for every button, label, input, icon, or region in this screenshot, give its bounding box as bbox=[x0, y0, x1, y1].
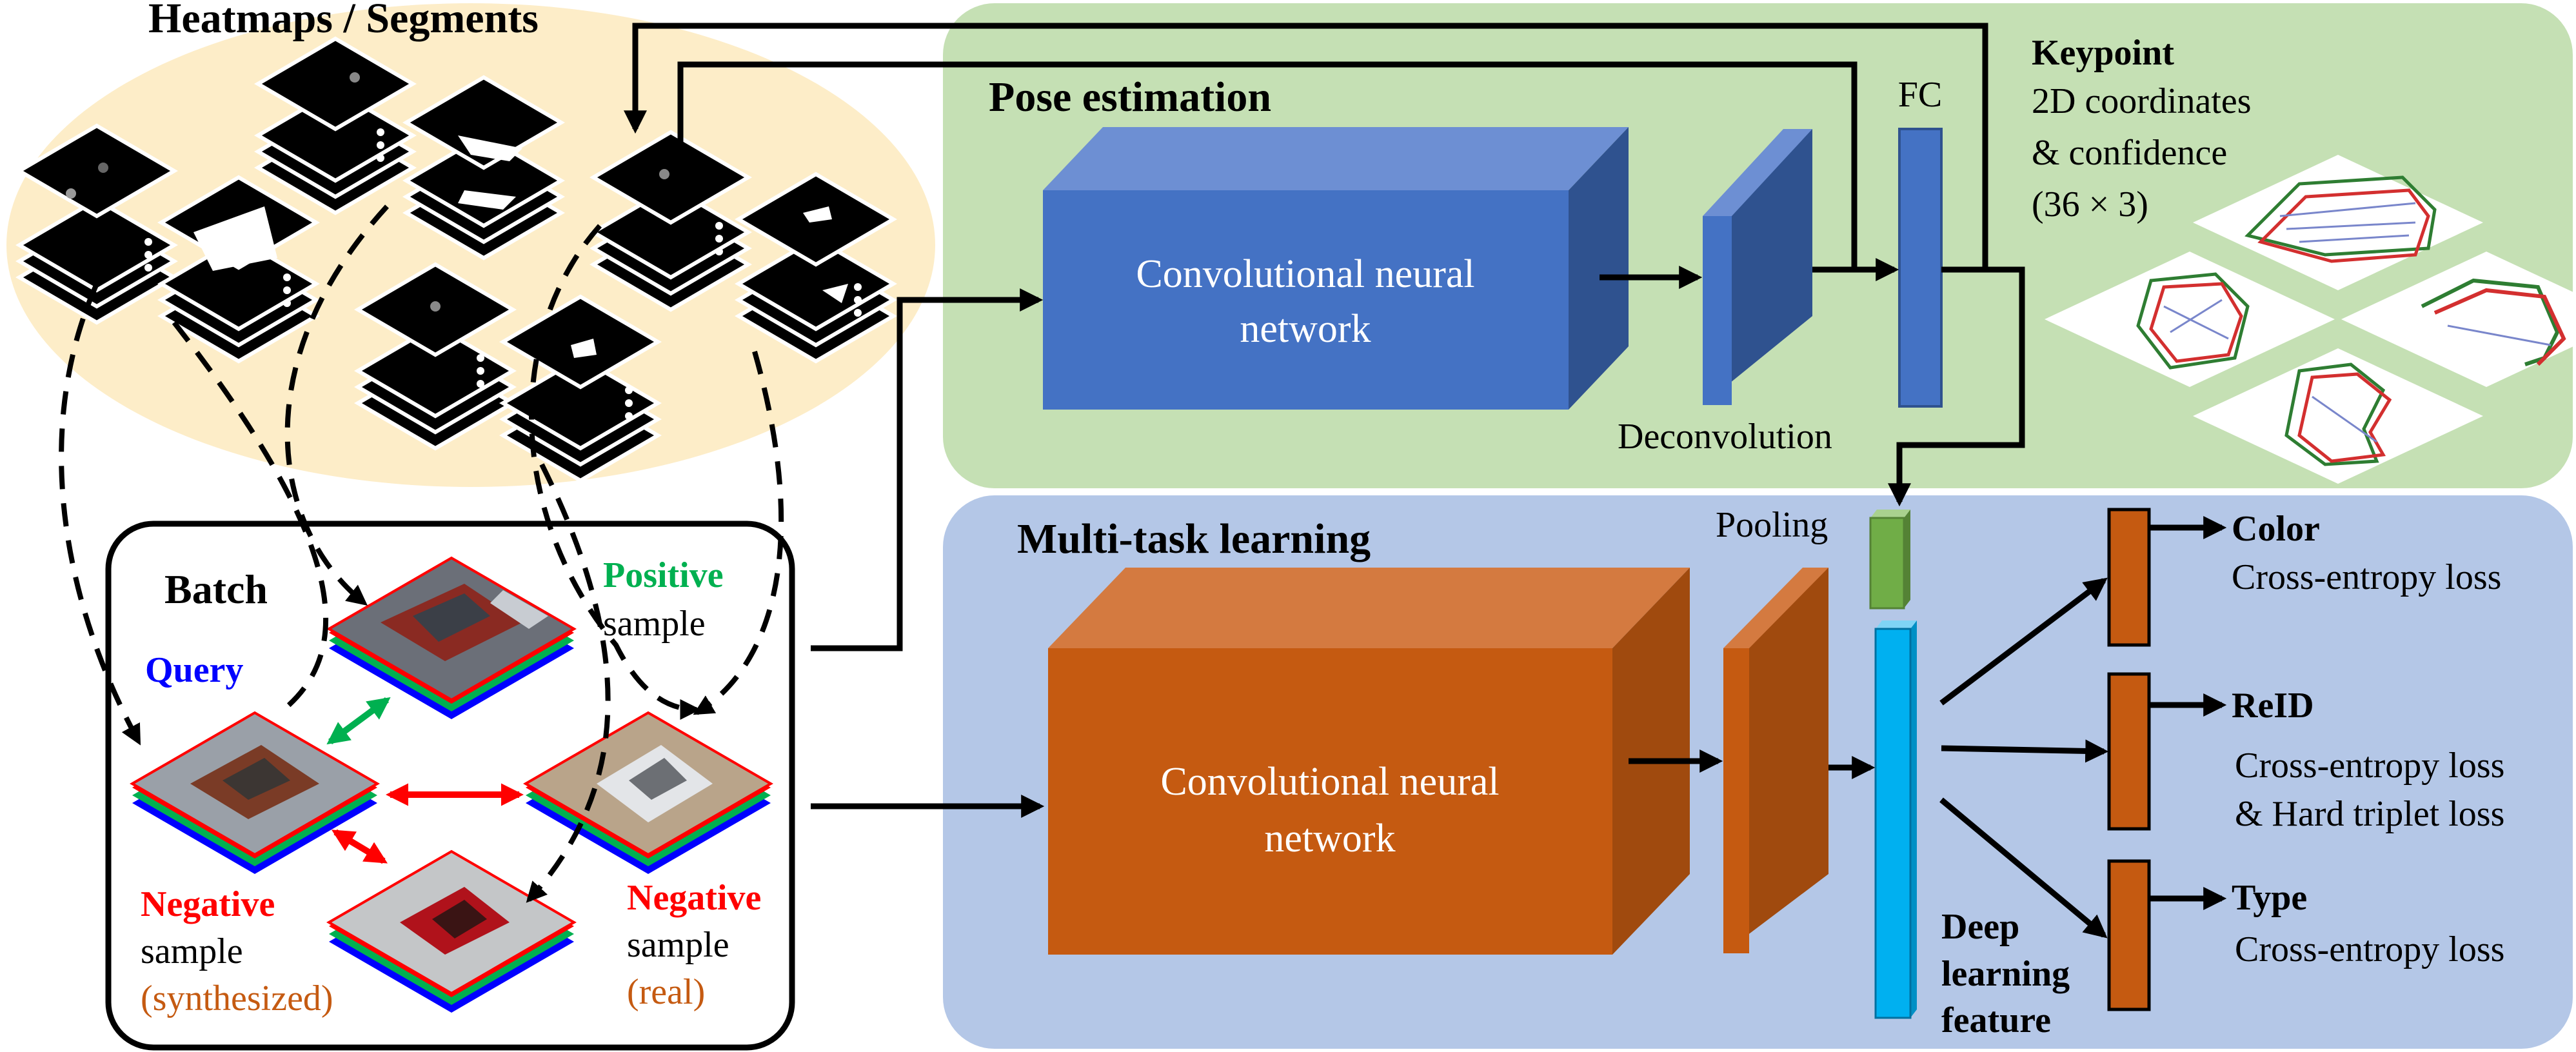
type-head-block bbox=[2107, 859, 2151, 1011]
reid-loss2: & Hard triplet loss bbox=[2235, 794, 2504, 834]
heatmap-to-sample-links bbox=[59, 204, 784, 903]
color-head-block bbox=[2107, 508, 2151, 647]
mtl-cnn-block bbox=[1048, 568, 1690, 955]
query-label: Query bbox=[145, 650, 243, 690]
query-sample-image bbox=[130, 711, 380, 874]
synthesized-tag: (synthesized) bbox=[141, 978, 333, 1018]
reid-loss1: Cross-entropy loss bbox=[2235, 746, 2504, 786]
negative-synth-sample-text: sample bbox=[141, 931, 243, 971]
reid-title: ReID bbox=[2232, 686, 2314, 726]
heatmap-stack bbox=[402, 75, 565, 261]
keypoint-title: Keypoint bbox=[2032, 33, 2174, 73]
pose-cnn-label-line2: network bbox=[1240, 307, 1371, 351]
heatmap-stack bbox=[499, 294, 662, 483]
deep-feature-line1: Deep bbox=[1941, 907, 2019, 947]
mtl-arrows bbox=[811, 516, 2227, 938]
keypoint-visualizations bbox=[2045, 155, 2576, 484]
type-title: Type bbox=[2232, 878, 2307, 918]
real-tag: (real) bbox=[627, 972, 705, 1012]
heatmaps-title: Heatmaps / Segments bbox=[148, 0, 539, 42]
fc-label: FC bbox=[1898, 75, 1943, 115]
pose-estimation-title: Pose estimation bbox=[989, 74, 1271, 121]
pose-cnn-label-line1: Convolutional neural bbox=[1136, 252, 1474, 296]
batch-title: Batch bbox=[164, 566, 268, 612]
positive-sample-image bbox=[326, 556, 577, 719]
positive-pair-arrow bbox=[326, 697, 391, 745]
negative-synthesized-sample-image bbox=[326, 849, 577, 1013]
reid-head-block bbox=[2107, 672, 2151, 831]
negative-real-sample-image bbox=[523, 711, 773, 874]
deconvolution-label: Deconvolution bbox=[1618, 417, 1832, 457]
pooling-label: Pooling bbox=[1716, 505, 1828, 545]
negative-synth-label: Negative bbox=[141, 884, 275, 924]
pooling-block bbox=[1869, 510, 1910, 610]
negative-real-label: Negative bbox=[627, 878, 761, 918]
heatmap-stack bbox=[157, 175, 320, 364]
negative-synth-pair-arrow bbox=[331, 829, 388, 864]
multi-task-learning-title: Multi-task learning bbox=[1017, 515, 1371, 562]
heatmap-stack bbox=[254, 36, 417, 215]
pose-arrows bbox=[624, 23, 2025, 651]
deconvolution-block bbox=[1703, 129, 1812, 405]
keypoint-line3: (36 × 3) bbox=[2032, 184, 2148, 224]
deep-feature-line3: feature bbox=[1941, 1000, 2051, 1040]
positive-sample-text: sample bbox=[603, 604, 706, 644]
mtl-second-block bbox=[1723, 568, 1828, 953]
keypoint-line2: & confidence bbox=[2032, 133, 2227, 173]
mtl-cnn-label-line2: network bbox=[1264, 817, 1395, 860]
type-loss: Cross-entropy loss bbox=[2235, 929, 2504, 969]
deep-feature-line2: learning bbox=[1941, 954, 2070, 994]
heatmap-stack bbox=[590, 130, 752, 312]
mtl-cnn-label-line1: Convolutional neural bbox=[1160, 760, 1499, 804]
pose-cnn-block bbox=[1043, 127, 1629, 410]
deep-feature-block bbox=[1874, 620, 1917, 1019]
color-loss: Cross-entropy loss bbox=[2232, 557, 2501, 597]
negative-real-sample-text: sample bbox=[627, 925, 729, 965]
positive-label: Positive bbox=[603, 555, 724, 595]
heatmap-stack bbox=[354, 262, 517, 451]
heatmap-stack bbox=[15, 123, 178, 325]
fc-block bbox=[1898, 128, 1943, 408]
color-title: Color bbox=[2232, 509, 2320, 549]
keypoint-line1: 2D coordinates bbox=[2032, 81, 2252, 121]
heatmap-stack bbox=[735, 172, 897, 364]
heatmap-stacks bbox=[15, 36, 897, 483]
